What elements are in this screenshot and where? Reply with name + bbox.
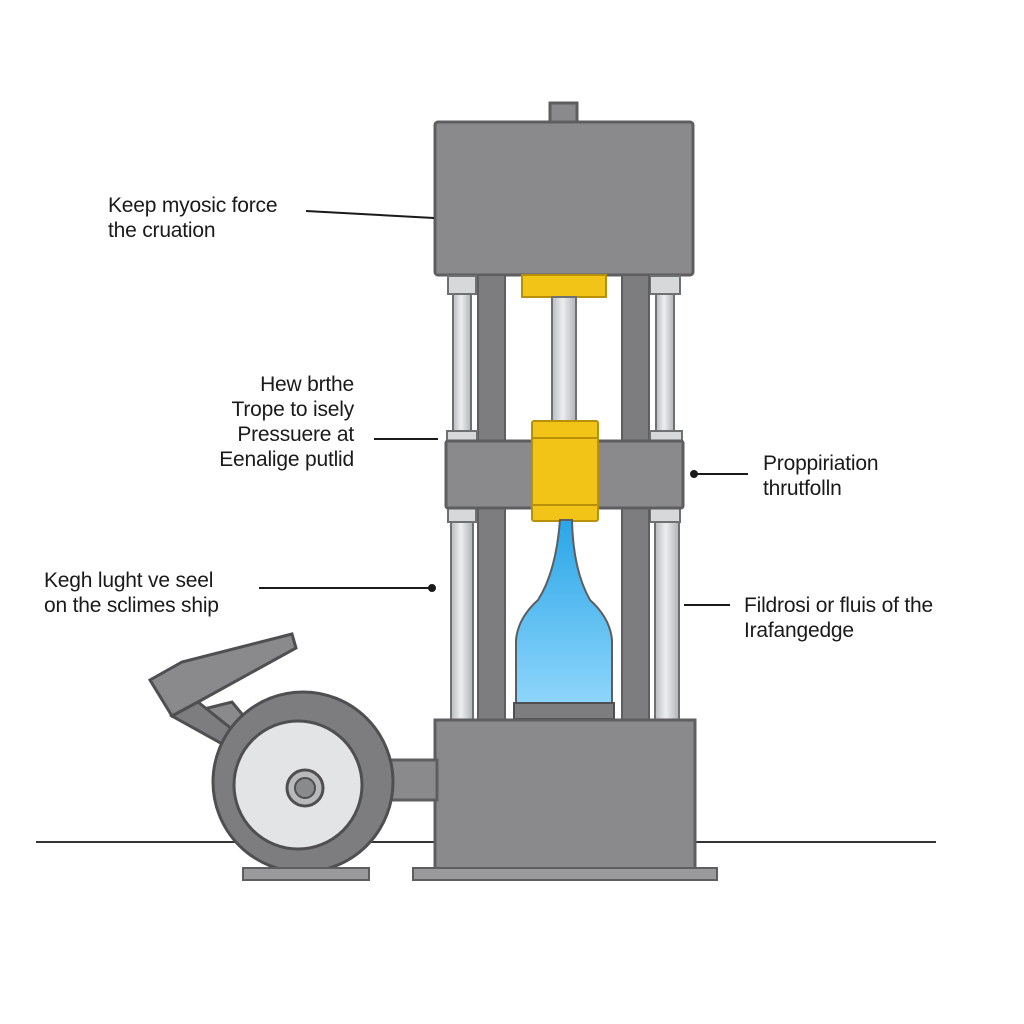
base-foot: [412, 867, 718, 881]
label-top-left: Keep myosic force the cruation: [108, 193, 278, 243]
fluid-vessel: [515, 519, 613, 707]
pump-motor: [211, 690, 395, 874]
label-lower-right: Fildrosi or fluis of the Irafangedge: [744, 593, 933, 643]
leader-lines: [259, 210, 748, 606]
top-crown-block: [433, 120, 695, 277]
label-line: Keep myosic force: [108, 194, 278, 217]
lower-platen: [513, 702, 615, 720]
label-line: thrutfolln: [763, 477, 842, 500]
label-line: on the sclimes ship: [44, 594, 219, 617]
label-line: Eenalige putlid: [219, 448, 354, 471]
label-line: the cruation: [108, 219, 216, 242]
label-line: Pressuere at: [237, 423, 354, 446]
label-lower-left: Kegh lught ve seel on the sclimes ship: [44, 568, 219, 618]
label-line: Fildrosi or fluis of the: [744, 594, 933, 617]
piston-rod: [551, 296, 577, 424]
press-base: [433, 718, 697, 872]
label-middle-right: Proppiriation thrutfolln: [763, 451, 879, 501]
label-line: Proppiriation: [763, 452, 879, 475]
label-line: Irafangedge: [744, 619, 854, 642]
label-line: Kegh lught ve seel: [44, 569, 214, 592]
upper-platen: [521, 274, 607, 298]
pump-lever: [147, 632, 298, 748]
label-middle-left: Hew brthe Trope to isely Pressuere at Ee…: [168, 372, 354, 472]
top-stub: [548, 101, 579, 125]
label-line: Hew brthe: [260, 373, 354, 396]
motor-foot: [242, 867, 370, 881]
label-line: Trope to isely: [231, 398, 355, 421]
